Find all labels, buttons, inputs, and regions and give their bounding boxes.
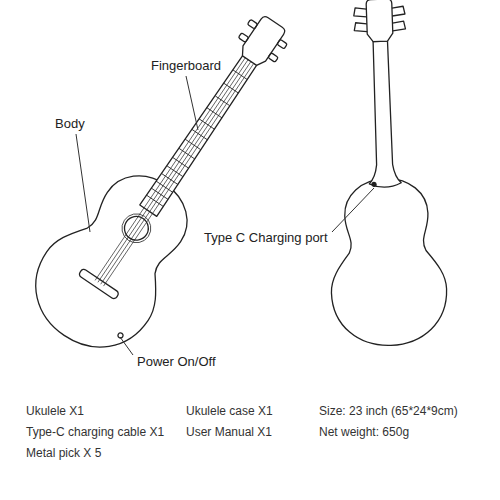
package-item: Type-C charging cable X1 <box>25 425 165 439</box>
string <box>98 60 248 283</box>
tuner-peg <box>277 39 287 49</box>
part-name: Body <box>54 116 86 132</box>
spec-note: Size: 23 inch (65*24*9cm) <box>318 404 459 418</box>
headstock-back <box>366 0 393 42</box>
frets <box>146 69 248 207</box>
rosette <box>116 208 156 248</box>
front-ukulele-shape <box>13 0 326 370</box>
part-name: Fingerboard <box>150 58 222 74</box>
tuner-key <box>354 8 367 18</box>
sound-hole <box>120 212 153 245</box>
package-item: User Manual X1 <box>185 425 273 439</box>
back-ukulele-shape <box>321 0 448 347</box>
leader-line <box>186 76 198 130</box>
charging-port <box>372 182 376 186</box>
string <box>104 63 254 286</box>
tuner-key <box>392 6 405 16</box>
tuner-peg <box>268 53 278 63</box>
leader-line <box>332 188 374 232</box>
back-ukulele <box>321 0 448 347</box>
package-item: Ukulele X1 <box>25 404 85 418</box>
fingerboard-shape <box>140 55 258 217</box>
spec-note: Net weight: 650g <box>318 425 410 439</box>
package-item: Ukulele case X1 <box>185 404 274 418</box>
string <box>101 62 251 285</box>
part-name: Type C Charging port <box>203 230 329 246</box>
part-name: Power On/Off <box>136 354 217 370</box>
neck-back <box>364 41 401 188</box>
package-item: Metal pick X 5 <box>25 446 102 460</box>
bridge <box>78 268 119 300</box>
leader-line <box>120 337 133 355</box>
headstock <box>238 15 286 68</box>
body-outline <box>13 150 216 369</box>
leader-lines <box>76 76 374 355</box>
leader-line <box>76 134 90 232</box>
tuner-peg <box>238 33 248 43</box>
body-outline <box>328 177 449 348</box>
tuner-key <box>354 22 367 32</box>
tuner-peg <box>247 19 257 29</box>
strings <box>95 58 254 286</box>
string <box>95 58 245 281</box>
front-ukulele <box>13 0 326 370</box>
tuner-key <box>392 21 405 31</box>
